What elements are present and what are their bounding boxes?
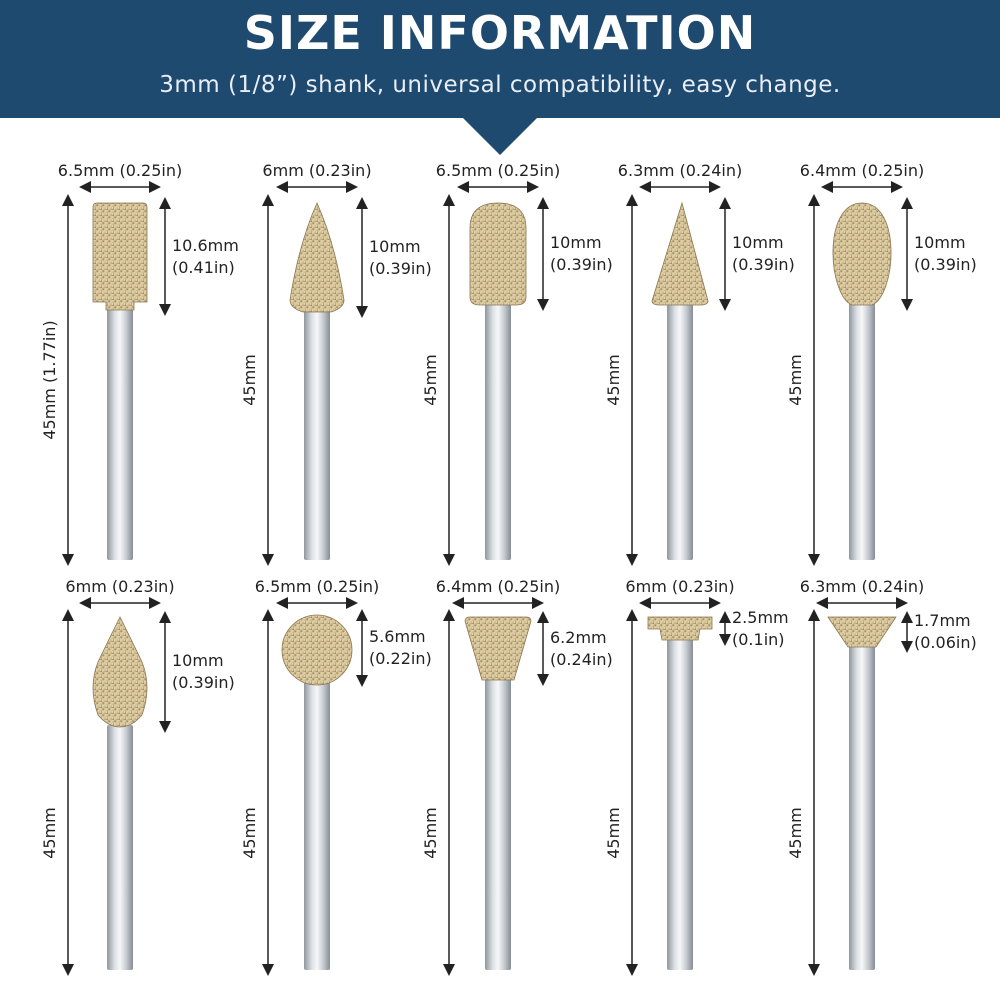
width-label: 6mm (0.23in) [65,577,175,596]
length-label: 45mm (1.77in) [40,320,59,440]
bit-shank [107,725,133,970]
width-label: 6.3mm (0.24in) [799,577,925,596]
length-label: 45mm [786,806,805,859]
width-label: 6.3mm (0.24in) [617,161,743,180]
bit-shank [667,638,693,970]
length-label: 45mm [786,354,805,406]
head-size-label: 10mm [369,236,421,256]
bit-shank [304,310,330,560]
bit-shank [107,308,133,560]
bit-head-countersink [827,616,897,648]
bit-head-pointed-cone [289,202,345,313]
bit-shank [667,303,693,560]
bit-shank [485,678,511,970]
head-size-inch-label: (0.1in) [732,629,785,649]
width-label: 6mm (0.23in) [262,161,372,180]
head-size-inch-label: (0.24in) [550,649,613,669]
header-banner [0,0,1000,118]
length-label: 45mm [421,354,440,406]
bit-head-cylinder [92,202,148,311]
page-subtitle: 3mm (1/8”) shank, universal compatibilit… [159,72,841,98]
bit-shank [304,679,330,970]
head-size-inch-label: (0.41in) [172,257,235,277]
bit-head-flame [92,616,148,728]
head-size-label: 5.6mm [369,627,426,646]
width-label: 6.5mm (0.25in) [254,577,380,596]
width-label: 6.4mm (0.25in) [799,161,925,180]
head-size-inch-label: (0.22in) [369,649,432,668]
length-label: 45mm [240,806,259,859]
head-size-label: 6.2mm [550,627,607,647]
head-size-label: 2.5mm [732,607,789,627]
width-label: 6mm (0.23in) [625,577,735,596]
head-size-label: 10mm [172,651,224,670]
bit-head-wheel [647,616,713,641]
head-size-label: 10mm [732,233,784,252]
length-label: 45mm [604,354,623,406]
width-label: 6.4mm (0.25in) [435,577,561,596]
bit-head-round-cylinder [469,202,527,306]
width-label: 6.5mm (0.25in) [57,161,183,180]
bit-shank [849,303,875,560]
bit-shank [849,645,875,970]
head-size-label: 10mm [914,233,966,252]
head-size-inch-label: (0.06in) [914,633,977,652]
head-size-label: 1.7mm [914,611,971,630]
bit-head-ball [281,614,353,686]
head-size-inch-label: (0.39in) [732,255,795,274]
bit-head-sharp-cone [651,201,709,306]
bit-head-egg [832,202,892,306]
head-size-label: 10.6mm [172,235,239,255]
head-size-inch-label: (0.39in) [550,255,613,274]
head-size-inch-label: (0.39in) [369,258,432,278]
banner-notch [462,117,538,155]
bit-shank [485,303,511,560]
length-label: 45mm [240,354,259,406]
width-label: 6.5mm (0.25in) [435,161,561,180]
length-label: 45mm [40,806,59,859]
bit-head-inverted-cone [464,616,532,681]
page-title: SIZE INFORMATION [243,6,757,60]
head-size-inch-label: (0.39in) [172,673,235,692]
head-size-label: 10mm [550,233,602,252]
length-label: 45mm [604,806,623,859]
length-label: 45mm [421,806,440,859]
head-size-inch-label: (0.39in) [914,255,977,274]
